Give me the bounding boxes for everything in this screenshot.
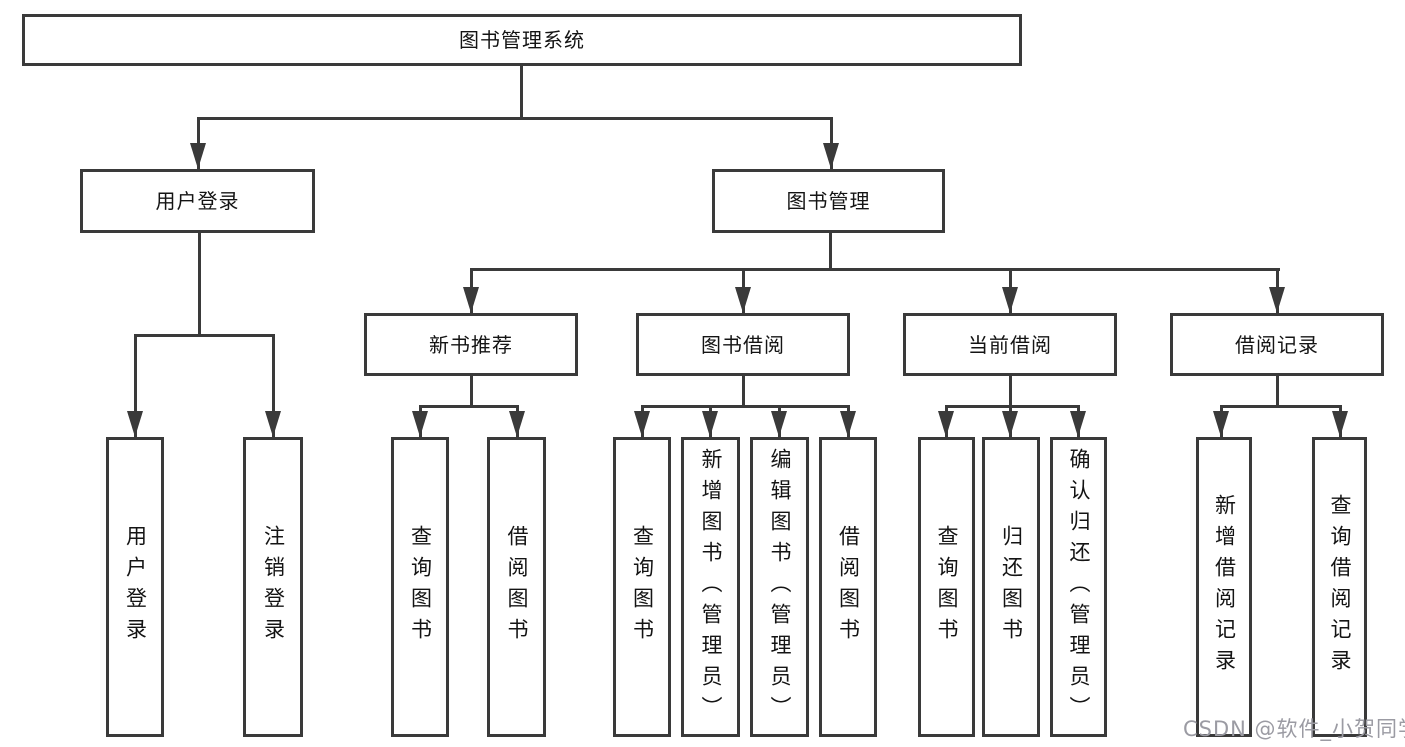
node-borrowing-records: 借阅记录: [1170, 313, 1384, 376]
leaf-return-books: 归还图书: [982, 437, 1040, 737]
arrowhead-down-icon: [1213, 411, 1229, 437]
connector-line: [198, 233, 201, 337]
connector-line: [134, 334, 137, 437]
node-book-borrowing: 图书借阅: [636, 313, 850, 376]
watermark: CSDN @软件_小贺同学: [1183, 717, 1405, 741]
connector-line: [419, 405, 519, 408]
arrowhead-down-icon: [127, 411, 143, 437]
node-book-management: 图书管理: [712, 169, 945, 233]
node-new-book-recommendation: 新书推荐: [364, 313, 578, 376]
arrowhead-down-icon: [1002, 411, 1018, 437]
connector-line: [641, 405, 850, 408]
connector-line: [742, 376, 745, 408]
connector-line: [1009, 376, 1012, 408]
arrowhead-down-icon: [840, 411, 856, 437]
connector-line: [1220, 405, 1342, 408]
node-library-system: 图书管理系统: [22, 14, 1022, 66]
connector-line: [197, 117, 833, 120]
node-current-borrowing: 当前借阅: [903, 313, 1117, 376]
leaf-add-book-admin: 新增图书（管理员）: [681, 437, 740, 737]
connector-line: [1276, 376, 1279, 408]
leaf-add-borrow-record: 新增借阅记录: [1196, 437, 1252, 737]
leaf-logout: 注销登录: [243, 437, 303, 737]
leaf-borrow-books-recommend: 借阅图书: [487, 437, 546, 737]
arrowhead-down-icon: [1332, 411, 1348, 437]
arrowhead-down-icon: [735, 287, 751, 313]
leaf-query-borrow-record: 查询借阅记录: [1312, 437, 1367, 737]
arrowhead-down-icon: [412, 411, 428, 437]
connector-line: [134, 334, 275, 337]
leaf-query-books-recommend: 查询图书: [391, 437, 449, 737]
arrowhead-down-icon: [265, 411, 281, 437]
connector-line: [470, 376, 473, 408]
arrowhead-down-icon: [702, 411, 718, 437]
leaf-query-books-borrow: 查询图书: [613, 437, 671, 737]
arrowhead-down-icon: [1269, 287, 1285, 313]
arrowhead-down-icon: [463, 287, 479, 313]
leaf-query-books-current: 查询图书: [918, 437, 975, 737]
arrowhead-down-icon: [823, 143, 839, 169]
connector-line: [520, 64, 523, 120]
arrowhead-down-icon: [634, 411, 650, 437]
connector-line: [945, 405, 1080, 408]
arrowhead-down-icon: [771, 411, 787, 437]
connector-line: [829, 233, 832, 271]
arrowhead-down-icon: [938, 411, 954, 437]
arrowhead-down-icon: [1002, 287, 1018, 313]
arrowhead-down-icon: [1070, 411, 1086, 437]
leaf-borrow-books-borrow: 借阅图书: [819, 437, 877, 737]
leaf-user-login: 用户登录: [106, 437, 164, 737]
connector-line: [272, 334, 275, 437]
node-user-login: 用户登录: [80, 169, 315, 233]
arrowhead-down-icon: [190, 143, 206, 169]
connector-line: [470, 268, 1280, 271]
leaf-confirm-return-admin: 确认归还（管理员）: [1050, 437, 1107, 737]
arrowhead-down-icon: [509, 411, 525, 437]
leaf-edit-book-admin: 编辑图书（管理员）: [750, 437, 809, 737]
